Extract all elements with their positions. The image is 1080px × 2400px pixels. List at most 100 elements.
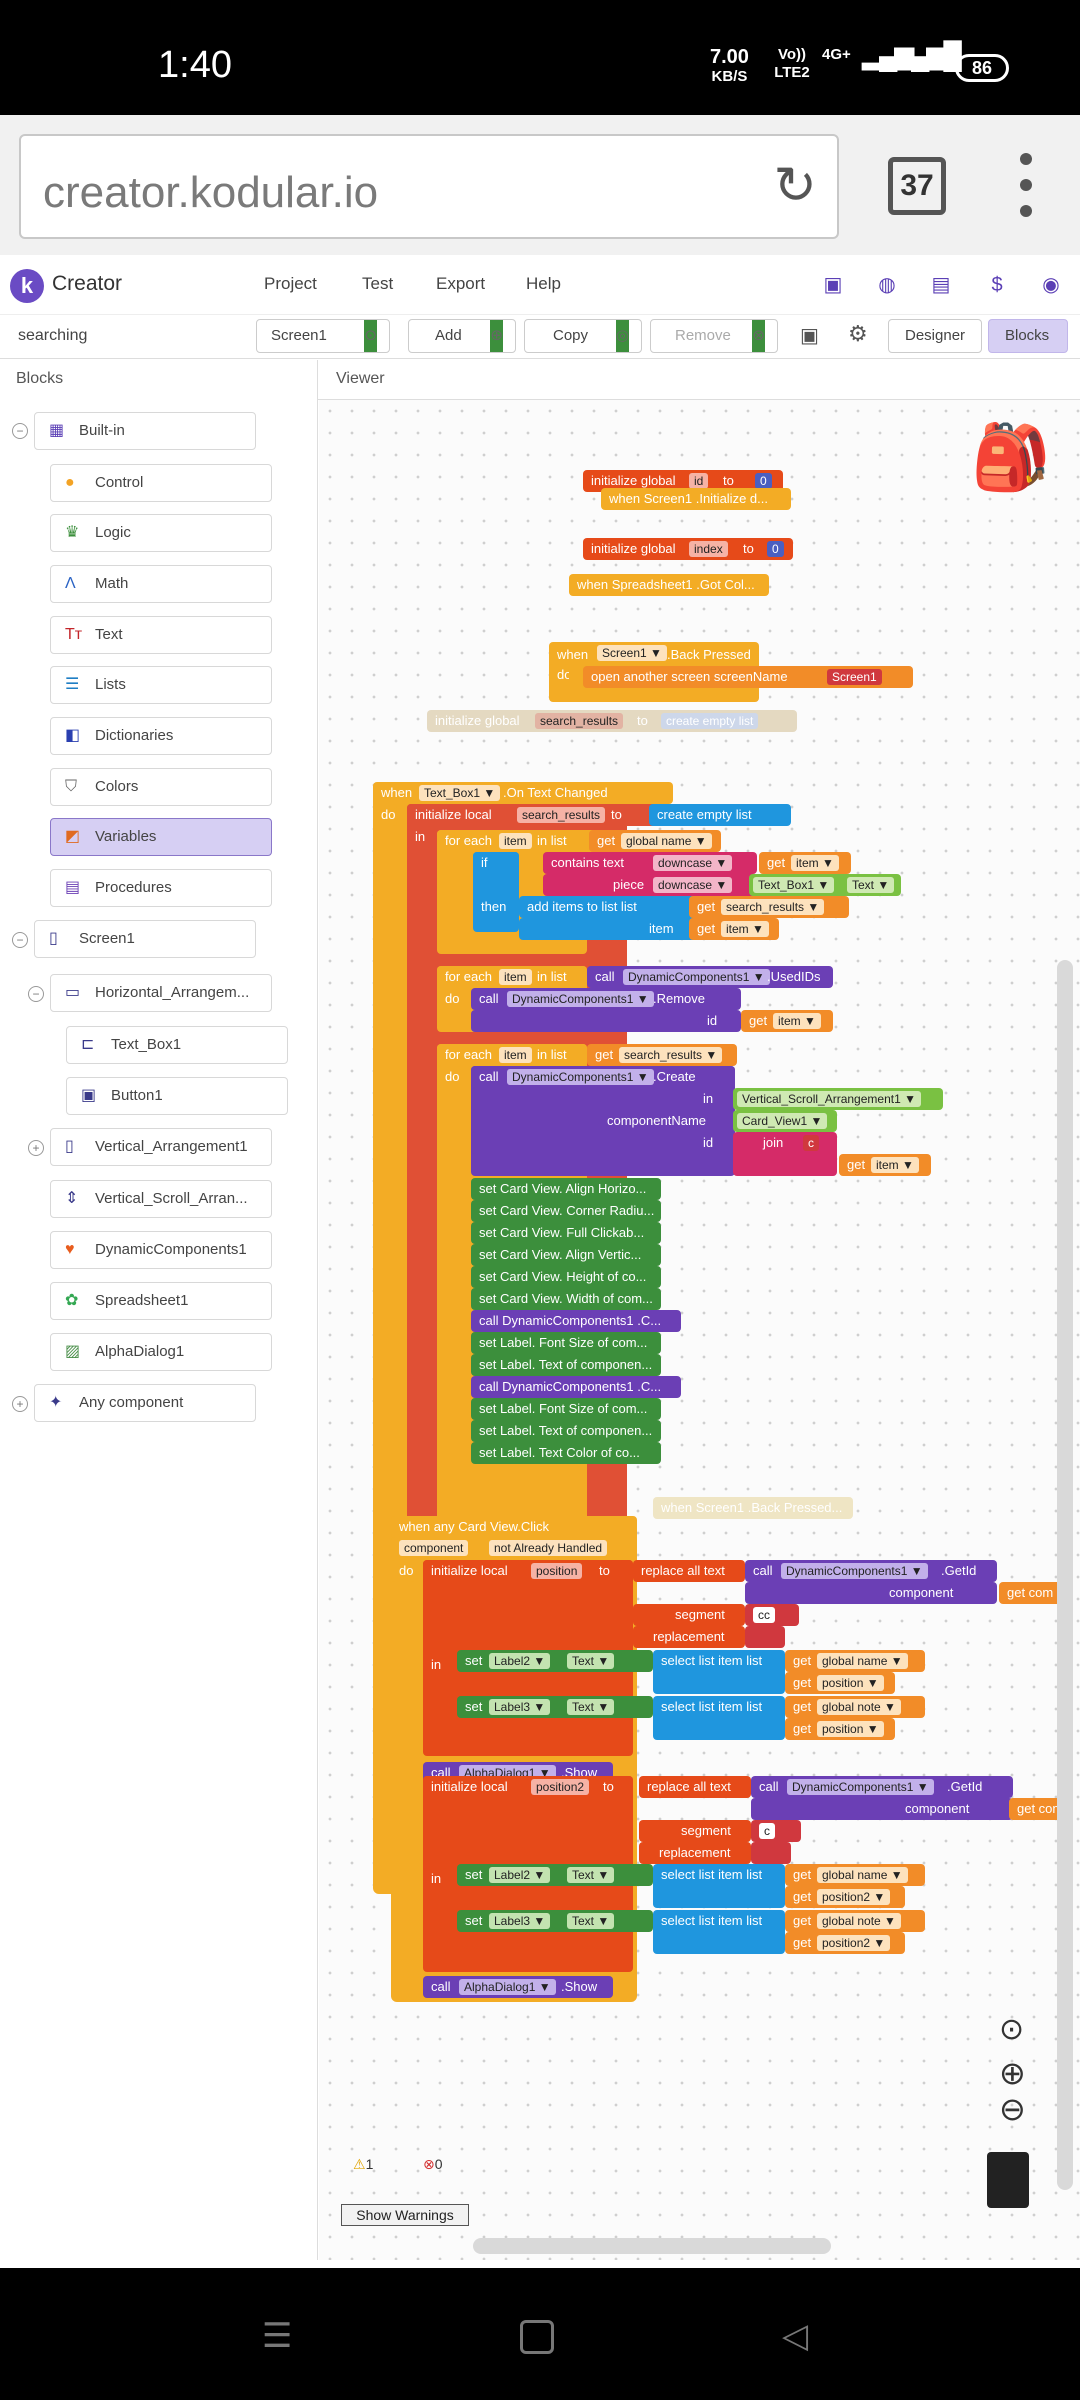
- settings-icon[interactable]: ⚙: [848, 321, 868, 346]
- tree-spreadsheet[interactable]: ✿Spreadsheet1: [50, 1282, 272, 1320]
- call-dynamic-create-2[interactable]: call DynamicComponents1 .C...: [471, 1376, 681, 1398]
- account-icon[interactable]: ◉: [1042, 274, 1060, 296]
- select-list-item-2[interactable]: select list item list: [653, 1696, 785, 1740]
- tree-vertical-scroll[interactable]: ⇕Vertical_Scroll_Arran...: [50, 1180, 272, 1218]
- replace-all-text[interactable]: replace all text: [633, 1560, 745, 1582]
- screen-select[interactable]: Screen1⊙: [256, 319, 390, 353]
- screenshot-icon[interactable]: ▣: [800, 325, 819, 347]
- tree-dynamic-components[interactable]: ♥DynamicComponents1: [50, 1231, 272, 1269]
- tree-builtin[interactable]: ▦Built-in: [34, 412, 256, 450]
- set-label-font-size[interactable]: set Label. Font Size of com...: [471, 1332, 661, 1354]
- set-card-width[interactable]: set Card View. Width of com...: [471, 1288, 661, 1310]
- vertical-scroll-block[interactable]: Vertical_Scroll_Arrangement1 ▼: [733, 1088, 943, 1110]
- vertical-scrollbar[interactable]: [1057, 960, 1073, 2190]
- back-nav-icon[interactable]: ◁: [782, 2317, 809, 2355]
- show-warnings-button[interactable]: Show Warnings: [341, 2204, 469, 2226]
- tab-count-button[interactable]: 37: [888, 157, 946, 215]
- menu-test[interactable]: Test: [362, 274, 394, 293]
- menu-project[interactable]: Project: [264, 274, 317, 293]
- tree-logic[interactable]: ♛Logic: [50, 514, 272, 552]
- browser-menu-icon[interactable]: [1020, 153, 1034, 217]
- tree-dictionaries[interactable]: ◧Dictionaries: [50, 717, 272, 755]
- recenter-icon[interactable]: ⊙: [999, 2013, 1025, 2046]
- trash-icon[interactable]: [987, 2152, 1029, 2208]
- get-component[interactable]: get com: [999, 1582, 1069, 1604]
- copy-screen-button[interactable]: Copy◎: [524, 319, 642, 353]
- tree-vertical-arrangement[interactable]: ▯Vertical_Arrangement1: [50, 1128, 272, 1166]
- set-card-height[interactable]: set Card View. Height of co...: [471, 1266, 661, 1288]
- create-empty-list-block[interactable]: create empty list: [649, 804, 791, 826]
- tree-horizontal-arrangement[interactable]: ▭Horizontal_Arrangem...: [50, 974, 272, 1012]
- folder-icon[interactable]: ▣: [823, 274, 843, 296]
- dollar-icon[interactable]: $: [991, 274, 1003, 296]
- collapse-toggle[interactable]: −: [12, 423, 28, 439]
- tree-alpha-dialog[interactable]: ▨AlphaDialog1: [50, 1333, 272, 1371]
- set-label-text-color[interactable]: set Label. Text Color of co...: [471, 1442, 661, 1464]
- tree-lists[interactable]: ☰Lists: [50, 666, 272, 704]
- spreadsheet-gotcol-block[interactable]: when Spreadsheet1 .Got Col...: [569, 574, 769, 596]
- downcase-block[interactable]: downcase ▼: [649, 852, 757, 874]
- tree-button1[interactable]: ▣Button1: [66, 1077, 288, 1115]
- tree-control[interactable]: ●Control: [50, 464, 272, 502]
- zoom-in-icon[interactable]: ⊕: [999, 2055, 1026, 2091]
- backpack-icon[interactable]: 🎒: [971, 421, 1051, 493]
- downcase-block-2[interactable]: downcase ▼: [649, 874, 757, 896]
- set-card-full-clickable[interactable]: set Card View. Full Clickab...: [471, 1222, 661, 1244]
- menu-export[interactable]: Export: [436, 274, 486, 293]
- tree-procedures[interactable]: ▤Procedures: [50, 869, 272, 907]
- tree-colors[interactable]: ⛉Colors: [50, 768, 272, 806]
- call-dynamic-create-1[interactable]: call DynamicComponents1 .C...: [471, 1310, 681, 1332]
- cc-string[interactable]: cc: [745, 1604, 799, 1626]
- set-card-corner-radius[interactable]: set Card View. Corner Radiu...: [471, 1200, 661, 1222]
- empty-string-2[interactable]: [751, 1842, 791, 1864]
- expand-toggle-vertical[interactable]: +: [28, 1140, 44, 1156]
- menu-help[interactable]: Help: [526, 274, 561, 293]
- errors-indicator[interactable]: ⊗0: [423, 2156, 443, 2172]
- replace-all-text-2[interactable]: replace all text: [639, 1776, 751, 1798]
- card-view-block[interactable]: Card_View1 ▼: [733, 1110, 837, 1132]
- c-string[interactable]: c: [751, 1820, 801, 1842]
- get-component-2[interactable]: get com: [1009, 1798, 1069, 1820]
- remove-screen-button[interactable]: Remove⊗: [650, 319, 778, 353]
- menu-nav-icon[interactable]: ☰: [262, 2317, 293, 2355]
- select-list-item-3[interactable]: select list item list: [653, 1864, 785, 1908]
- documents-icon[interactable]: ▤: [931, 274, 951, 296]
- set-card-align-vert[interactable]: set Card View. Align Vertic...: [471, 1244, 661, 1266]
- home-nav-icon[interactable]: [520, 2320, 554, 2354]
- any-card-click-header[interactable]: when any Card View.Click: [391, 1516, 637, 1538]
- text-box-text-block[interactable]: Text_Box1 ▼Text ▼: [749, 874, 901, 896]
- tree-text-box1[interactable]: ⊏Text_Box1: [66, 1026, 288, 1064]
